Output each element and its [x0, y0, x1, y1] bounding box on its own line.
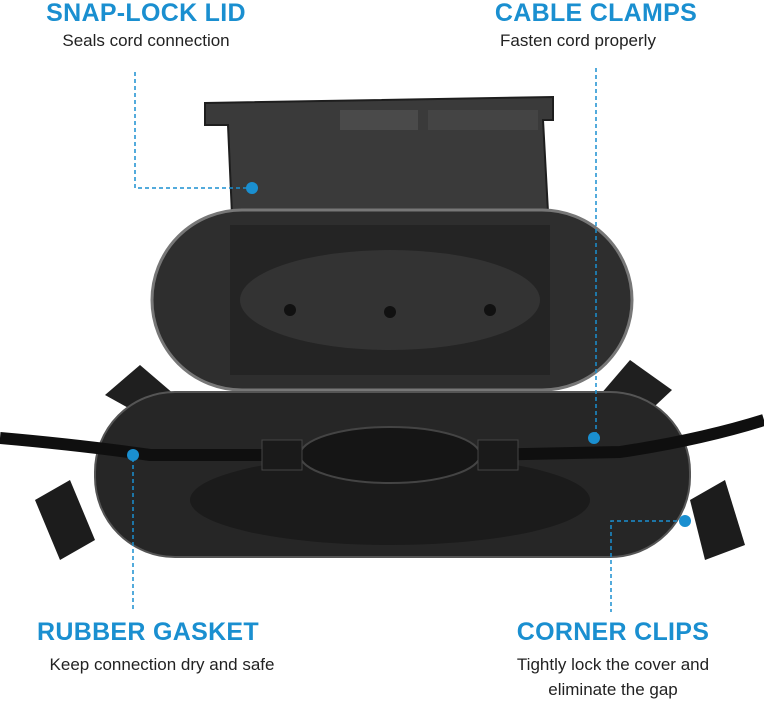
- lid-rib: [428, 110, 538, 130]
- housing-peg: [484, 304, 496, 316]
- snap-lock-lid-title: SNAP-LOCK LID: [46, 0, 246, 27]
- cable-clamps-subtitle: Fasten cord properly: [500, 31, 656, 50]
- corner-clips-dot: [679, 515, 691, 527]
- snap-lock-lid-leader: [134, 72, 250, 189]
- corner-clips-subtitle-line2: eliminate the gap: [548, 680, 678, 699]
- power-cord: [0, 414, 764, 461]
- housing-peg: [284, 304, 296, 316]
- rubber-gasket-dot: [127, 449, 139, 461]
- plug-strain-relief: [477, 439, 519, 471]
- upper-housing-trough: [240, 250, 540, 350]
- corner-clips-subtitle-line1: Tightly lock the cover and: [516, 655, 710, 674]
- corner-clips-title: CORNER CLIPS: [516, 618, 710, 646]
- cable-clamps-title: CABLE CLAMPS: [494, 0, 698, 27]
- corner-clip: [35, 480, 95, 560]
- rubber-gasket-title: RUBBER GASKET: [37, 618, 259, 646]
- plug-strain-relief: [261, 439, 303, 471]
- lid-rib: [340, 110, 418, 130]
- corner-clip: [690, 480, 745, 560]
- corner-clips-subtitle: Tightly lock the cover and eliminate the…: [517, 652, 709, 702]
- snap-lock-lid-dot: [246, 182, 258, 194]
- plug-connector: [299, 426, 481, 484]
- corner-clips-leader: [610, 520, 684, 612]
- lower-housing-trough: [190, 455, 590, 545]
- cable-clamps-dot: [588, 432, 600, 444]
- snap-lock-lid-subtitle: Seals cord connection: [62, 31, 230, 50]
- rubber-gasket-subtitle: Keep connection dry and safe: [49, 655, 275, 674]
- housing-peg: [384, 306, 396, 318]
